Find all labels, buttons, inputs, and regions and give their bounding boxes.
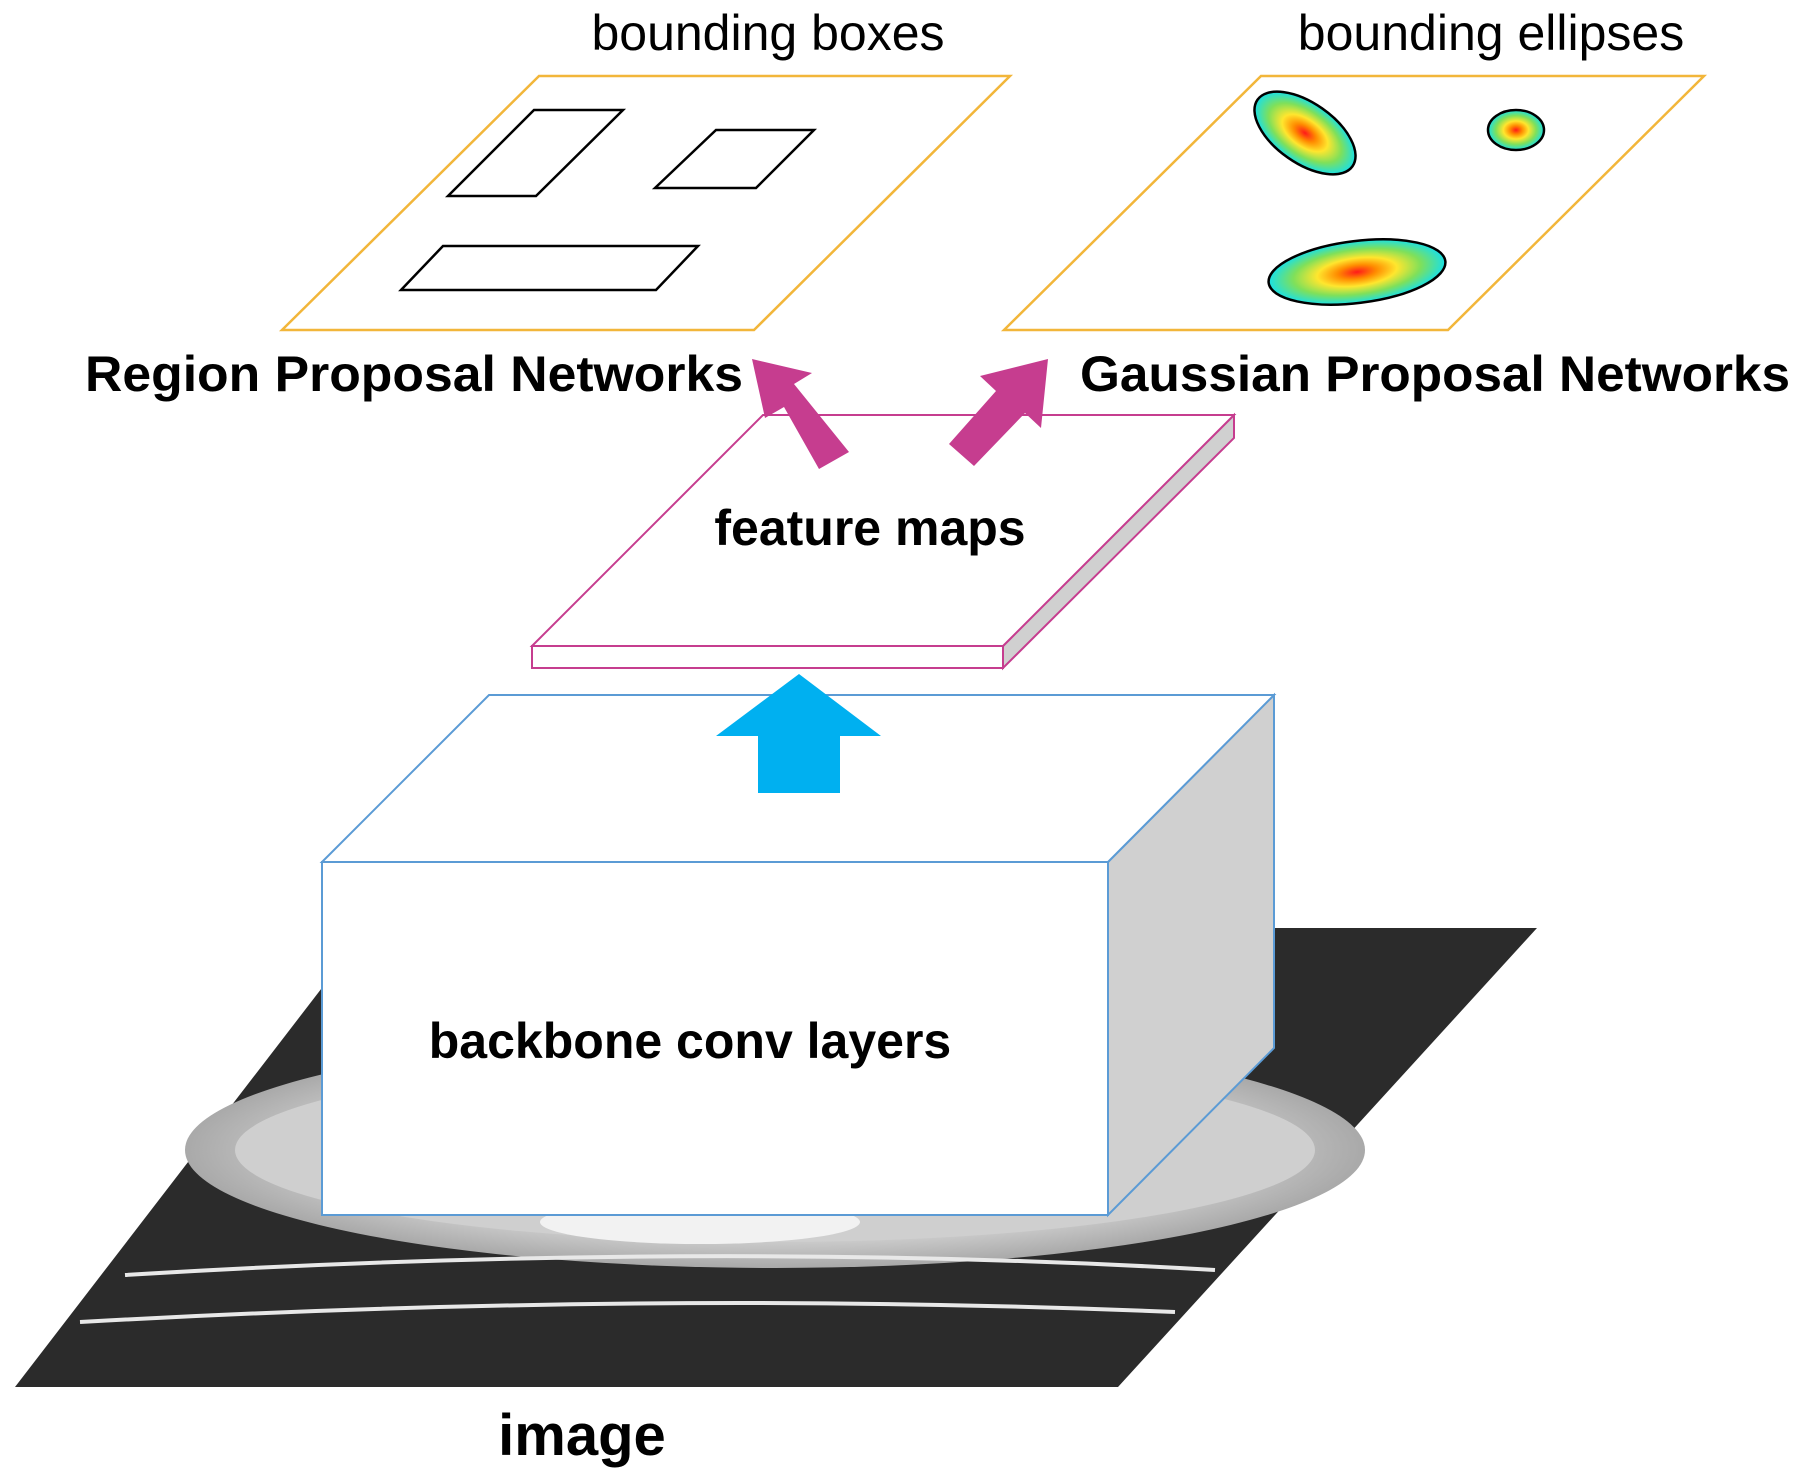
- label-region-proposal-networks: Region Proposal Networks: [85, 346, 743, 402]
- label-bounding-boxes: bounding boxes: [591, 5, 944, 61]
- label-bounding-ellipses: bounding ellipses: [1298, 5, 1684, 61]
- gaussian-ellipse-3: [1267, 238, 1447, 306]
- label-image: image: [498, 1403, 666, 1468]
- feature-maps-slab: [529, 412, 1237, 671]
- blue-up-arrow: [716, 674, 881, 793]
- label-feature-maps: feature maps: [714, 500, 1025, 556]
- pink-arrow-to-gpn: [949, 359, 1048, 466]
- gpn-output-plane: [1000, 74, 1708, 332]
- pink-arrow-to-rpn: [752, 359, 849, 469]
- gaussian-ellipse-1: [1253, 90, 1357, 176]
- feature-maps-front: [531, 645, 1004, 669]
- rpn-output-plane: [278, 74, 1014, 332]
- backbone-box: [319, 692, 1277, 1218]
- bounding-box-3: [398, 244, 701, 292]
- feature-maps-top: [529, 414, 1237, 647]
- label-gaussian-proposal-networks: Gaussian Proposal Networks: [1080, 346, 1790, 402]
- bounding-box-1: [444, 108, 627, 198]
- rpn-plane: [278, 74, 1014, 332]
- label-backbone-conv-layers: backbone conv layers: [429, 1013, 951, 1069]
- gaussian-ellipse-2: [1486, 108, 1546, 152]
- backbone-front-face: [321, 861, 1109, 1216]
- bounding-box-2: [651, 128, 818, 190]
